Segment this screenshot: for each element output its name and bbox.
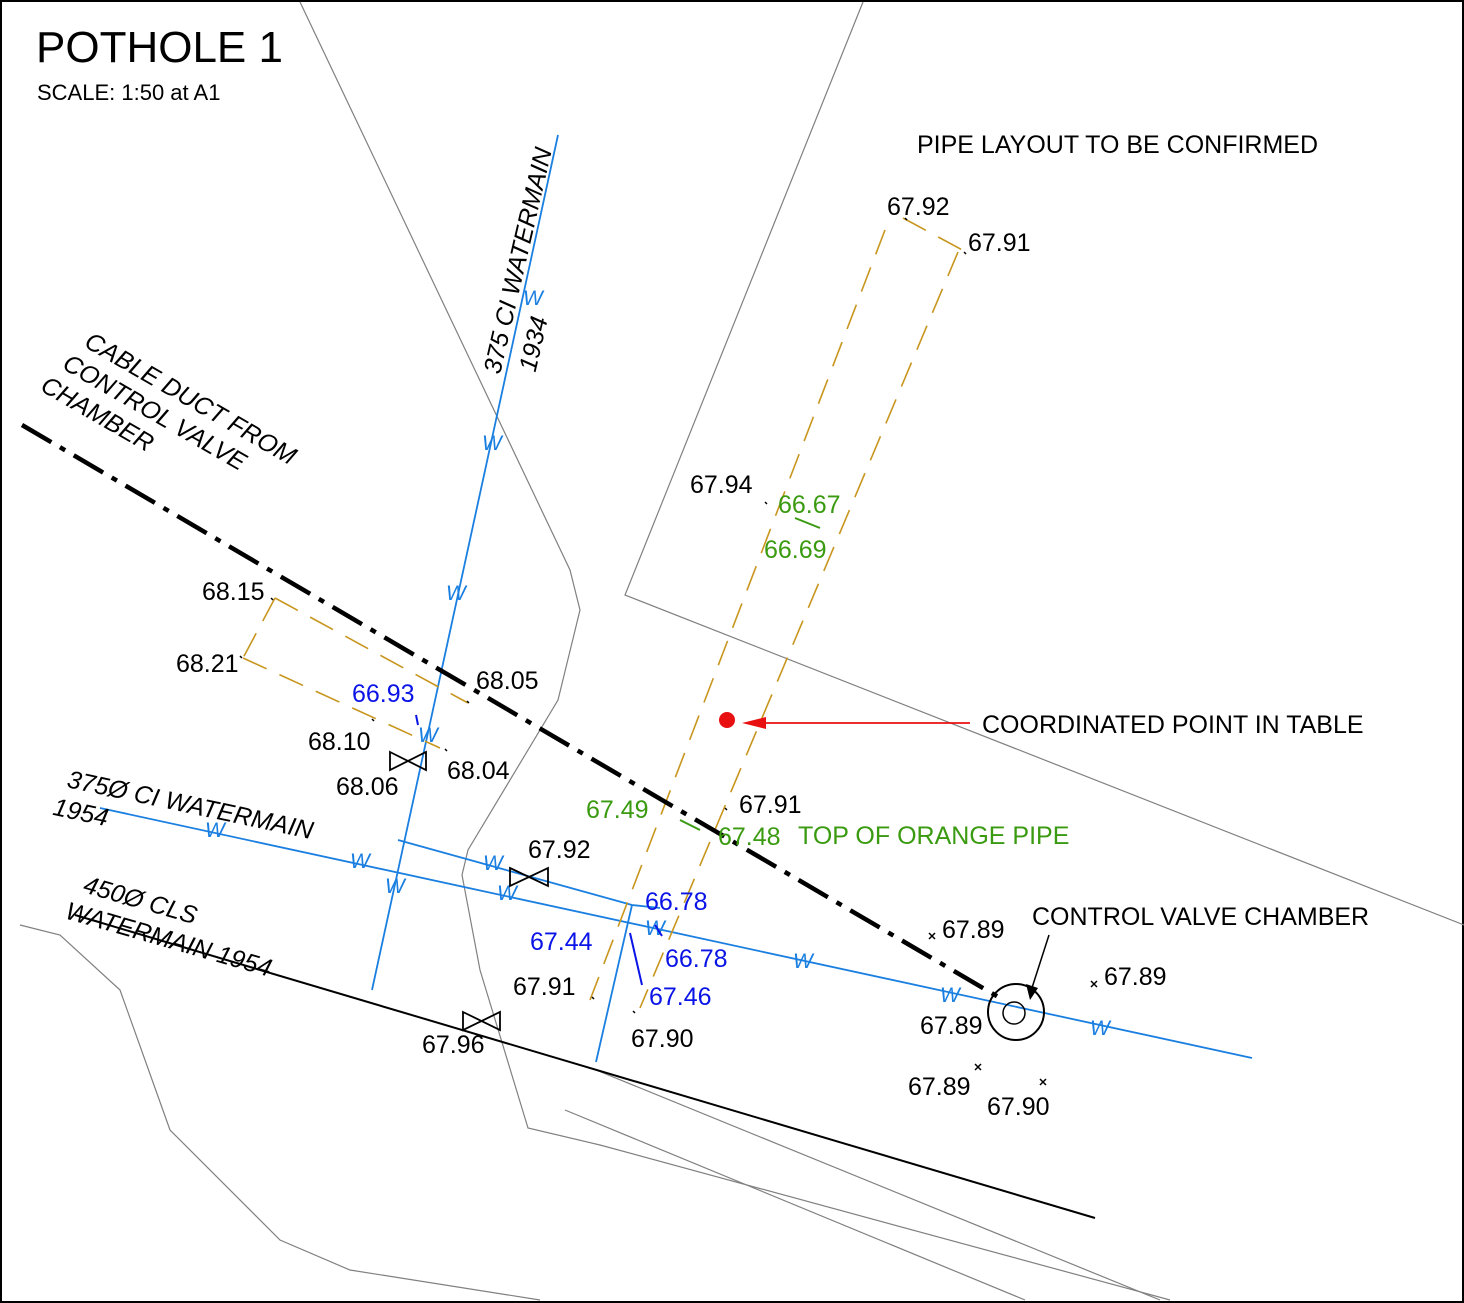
level-label-green: 67.49 [586,796,649,824]
w-symbol: W [350,850,372,873]
level-label: 68.15 [202,578,265,606]
level-label: 68.10 [308,728,371,756]
level-label: 67.96 [422,1031,485,1059]
valve-icon [509,866,549,888]
label-watermain-375-1954: 375Ø CI WATERMAIN 1954 [51,765,317,845]
level-label: 67.89 [1104,963,1167,991]
level-label-green: 66.67 [778,491,841,519]
coordinated-point-marker [719,712,735,728]
level-label: 67.90 [631,1025,694,1053]
level-label: 67.92 [528,836,591,864]
road-line-1 [595,1069,1161,1301]
w-symbol: W [446,582,468,605]
level-label-green: 67.48 [718,823,781,851]
w-symbol: W [497,882,519,905]
property-boundary [624,1,1464,926]
level-label-blue: 66.78 [645,888,708,916]
water-branch-south [595,904,633,1063]
road-edge-west [299,1,1171,1301]
watermain-375-1934-line [371,134,559,991]
level-label: 67.91 [739,791,802,819]
coordinated-point [719,712,970,729]
w-symbol: W [385,875,407,898]
level-label: 67.89 [942,916,1005,944]
watermain-450-line [74,914,1096,1219]
drawing-scale: SCALE: 1:50 at A1 [37,80,220,105]
level-label: 67.92 [887,193,950,221]
level-label-green: 66.69 [764,536,827,564]
w-symbol: W [1090,1017,1112,1040]
label-watermain-375-1934: 375 CI WATERMAIN 1934 [479,144,558,376]
watermain-375-1954-line [99,807,1253,1059]
label-watermain-375-1934-year: 1934 [514,314,554,374]
w-symbol: W [523,287,545,310]
level-label-blue: 66.93 [352,680,415,708]
level-label: 68.21 [176,650,239,678]
label-cable-duct: CABLE DUCT FROM CONTROL VALVE CHAMBER [36,327,301,477]
w-symbol: W [205,819,227,842]
valve-symbols [389,750,549,1032]
drawing-title: POTHOLE 1 [36,23,283,72]
water-symbols: W W W W W W W W W W W W W [205,287,1112,1040]
water-lines [99,134,1253,1063]
orange-pipe-west [589,229,886,1001]
control-valve-chamber-symbol [987,934,1050,1041]
level-label: 67.89 [920,1012,983,1040]
w-symbol: W [483,852,505,875]
valve-icon [462,1010,501,1032]
curb-line [19,924,541,1301]
leader-arrowhead [1026,984,1038,1000]
level-label-blue: 66.78 [665,945,728,973]
w-symbol: W [645,917,667,940]
arrow-icon [742,717,766,729]
note-top-of-orange-pipe: TOP OF ORANGE PIPE [798,822,1069,850]
level-label-blue: 67.46 [649,983,712,1011]
boundary-lines [19,1,1464,1301]
level-label: 67.90 [987,1093,1050,1121]
w-symbol: W [793,950,815,973]
orange-pipes [242,217,967,1009]
orange-pipe-end [902,217,967,253]
note-coordinated-point: COORDINATED POINT IN TABLE [982,711,1364,739]
road-line-2 [564,1109,1026,1301]
w-symbol: W [482,432,504,455]
level-label: 68.04 [447,757,510,785]
levels-blue: 66.93 66.78 67.44 66.78 67.46 [352,680,728,1011]
duct-pipe-north [274,597,469,704]
survey-points [239,217,1098,1086]
note-pipe-layout: PIPE LAYOUT TO BE CONFIRMED [917,131,1318,159]
level-label: 67.91 [968,229,1031,257]
valve-icon [389,750,427,772]
cable-duct-line [20,423,1002,1000]
orange-pipe-east [639,251,959,1009]
green-measures [679,517,821,831]
level-label: 67.94 [690,471,753,499]
level-label-blue: 67.44 [530,928,593,956]
level-label: 67.89 [908,1073,971,1101]
w-symbol: W [418,724,440,747]
levels-black: 67.92 67.91 67.94 68.15 68.21 68.05 68.1… [176,193,1167,1121]
note-control-valve-chamber: CONTROL VALVE CHAMBER [1032,903,1369,931]
level-label: 68.06 [336,773,399,801]
level-label: 68.05 [476,667,539,695]
duct-pipe-south [242,657,441,749]
blue-measures [415,714,663,986]
w-symbol: W [940,984,962,1007]
level-label: 67.91 [513,973,576,1001]
label-watermain-450: 450Ø CLS WATERMAIN 1954 [62,871,274,983]
duct-pipe-end [242,597,276,659]
levels-green: 66.67 66.69 67.49 67.48 [586,491,841,851]
